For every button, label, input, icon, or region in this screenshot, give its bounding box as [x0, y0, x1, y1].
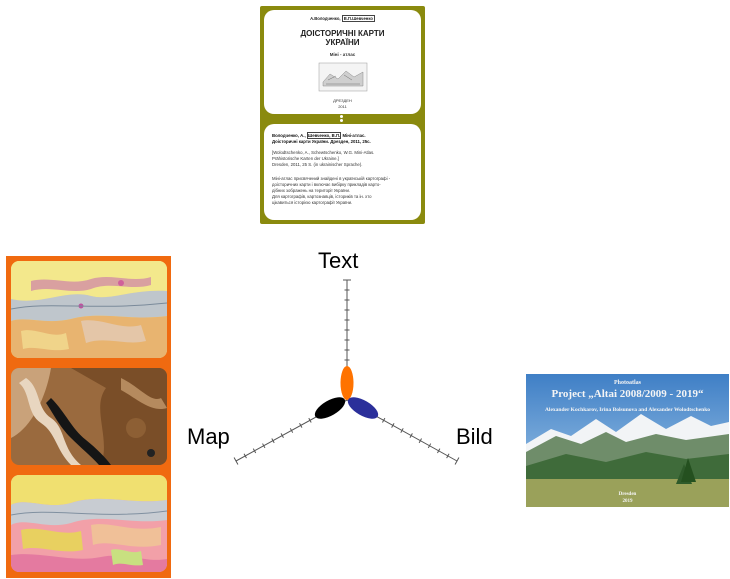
- citation-type: Міні-атлас.: [342, 133, 366, 138]
- book-divider-dot: [340, 119, 343, 122]
- book-title: ДОІСТОРИЧНІ КАРТИ УКРАЇНИ: [264, 29, 421, 47]
- book-title-line2: УКРАЇНИ: [325, 38, 360, 47]
- map-strip: [6, 256, 171, 578]
- book-authors: А.Володченко, В.П.Шевченко: [264, 15, 421, 22]
- map-axis-label: Map: [187, 424, 230, 449]
- bild-axis-label: Bild: [456, 424, 493, 449]
- geological-map-panel-2: [11, 475, 167, 572]
- citation-line10: цікавиться історією картографії України.: [272, 200, 353, 205]
- geological-map-panel-1: [11, 261, 167, 358]
- photoatlas-authors: Alexander Kochkarov, Irina Bolsunova and…: [544, 407, 711, 413]
- satellite-image-panel: [11, 368, 167, 465]
- map-petal: [314, 397, 346, 419]
- book-author-2: В.П.Шевченко: [341, 15, 375, 22]
- map-axis-tick: [233, 457, 239, 465]
- book-cover: А.Володченко, В.П.Шевченко ДОІСТОРИЧНІ К…: [264, 10, 421, 114]
- book-divider-dot: [340, 115, 343, 118]
- citation-line4: Prähistorische Karten der Ukraine.]: [272, 156, 339, 161]
- photoatlas-city: Dresden: [618, 492, 637, 497]
- photoatlas-label: Photoatlas: [614, 380, 641, 386]
- book-subtitle: Міні - атлас: [329, 52, 356, 57]
- book-title-line1: ДОІСТОРИЧНІ КАРТИ: [300, 29, 385, 38]
- citation-line6: Міні-атлас присвячений знайдені в україн…: [272, 176, 391, 181]
- book-year: 2011: [338, 104, 347, 109]
- axes-svg: [233, 279, 460, 465]
- book-cover-illustration: [318, 62, 368, 92]
- book-city: ДРЕЗДЕН: [333, 98, 352, 103]
- mountain-landscape-image: [526, 374, 729, 507]
- text-petal: [340, 366, 354, 400]
- book-citation-card: Володченко, А., Шевченко, В.П. Міні-атла…: [264, 124, 421, 220]
- photoatlas-year: 2019: [622, 499, 633, 504]
- bild-petal: [347, 397, 379, 419]
- citation-line1: Володченко, А., Шевченко, В.П. Міні-атла…: [272, 132, 414, 139]
- citation-line3: [Wolodtschenko, A., Schewtschenko, W.G. …: [272, 150, 375, 155]
- citation-line9: Для картографів, картознавців, істориків…: [272, 194, 372, 199]
- book-cover-and-citation: А.Володченко, В.П.Шевченко ДОІСТОРИЧНІ К…: [260, 6, 425, 224]
- citation-line8: дібних зображень на території України.: [272, 188, 351, 193]
- citation-author: Володченко, А.,: [272, 133, 306, 138]
- text-map-bild-diagram: Text Map Bild: [187, 248, 493, 470]
- photoatlas-title: Project „Altai 2008/2009 - 2019“: [551, 388, 704, 400]
- citation-line2: Доісторичні карти України. Дрезден, 2011…: [272, 139, 371, 144]
- text-axis-label: Text: [318, 248, 359, 273]
- citation-author-highlight: Шевченко, В.П.: [306, 132, 342, 139]
- citation-line5: Dresden, 2011, 25 S. (in ukrainischer Sp…: [272, 162, 363, 167]
- photoatlas-cover: Photoatlas Project „Altai 2008/2009 - 20…: [526, 374, 729, 507]
- book-author-1: А.Володченко,: [310, 16, 341, 21]
- citation-line7: доісторичних карти і включає вибірку при…: [272, 182, 381, 187]
